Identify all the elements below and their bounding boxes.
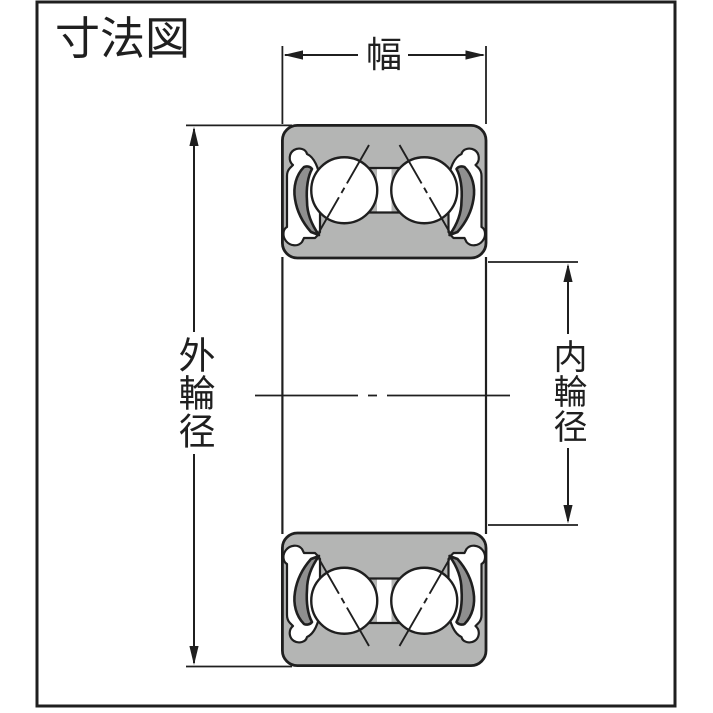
outer-diameter-dimension-label: 外輪径	[173, 336, 214, 450]
bearing-bottom-section	[282, 533, 486, 666]
drawing-border	[35, 0, 677, 708]
dimension-width	[281, 46, 487, 124]
arrowhead-down	[189, 646, 199, 665]
arrowhead-right	[465, 50, 485, 60]
dimension-inner-diameter	[488, 261, 578, 526]
dimension-outer-diameter	[186, 124, 292, 668]
arrowhead-up	[563, 263, 573, 282]
bearing-top-section	[282, 125, 486, 258]
width-dimension-label: 幅	[365, 34, 402, 75]
arrowhead-left	[283, 50, 303, 60]
arrowhead-up	[189, 126, 199, 146]
page-title: 寸法図	[55, 13, 191, 64]
arrowhead-down	[563, 505, 573, 524]
inner-diameter-dimension-label: 内輪径	[548, 339, 586, 444]
